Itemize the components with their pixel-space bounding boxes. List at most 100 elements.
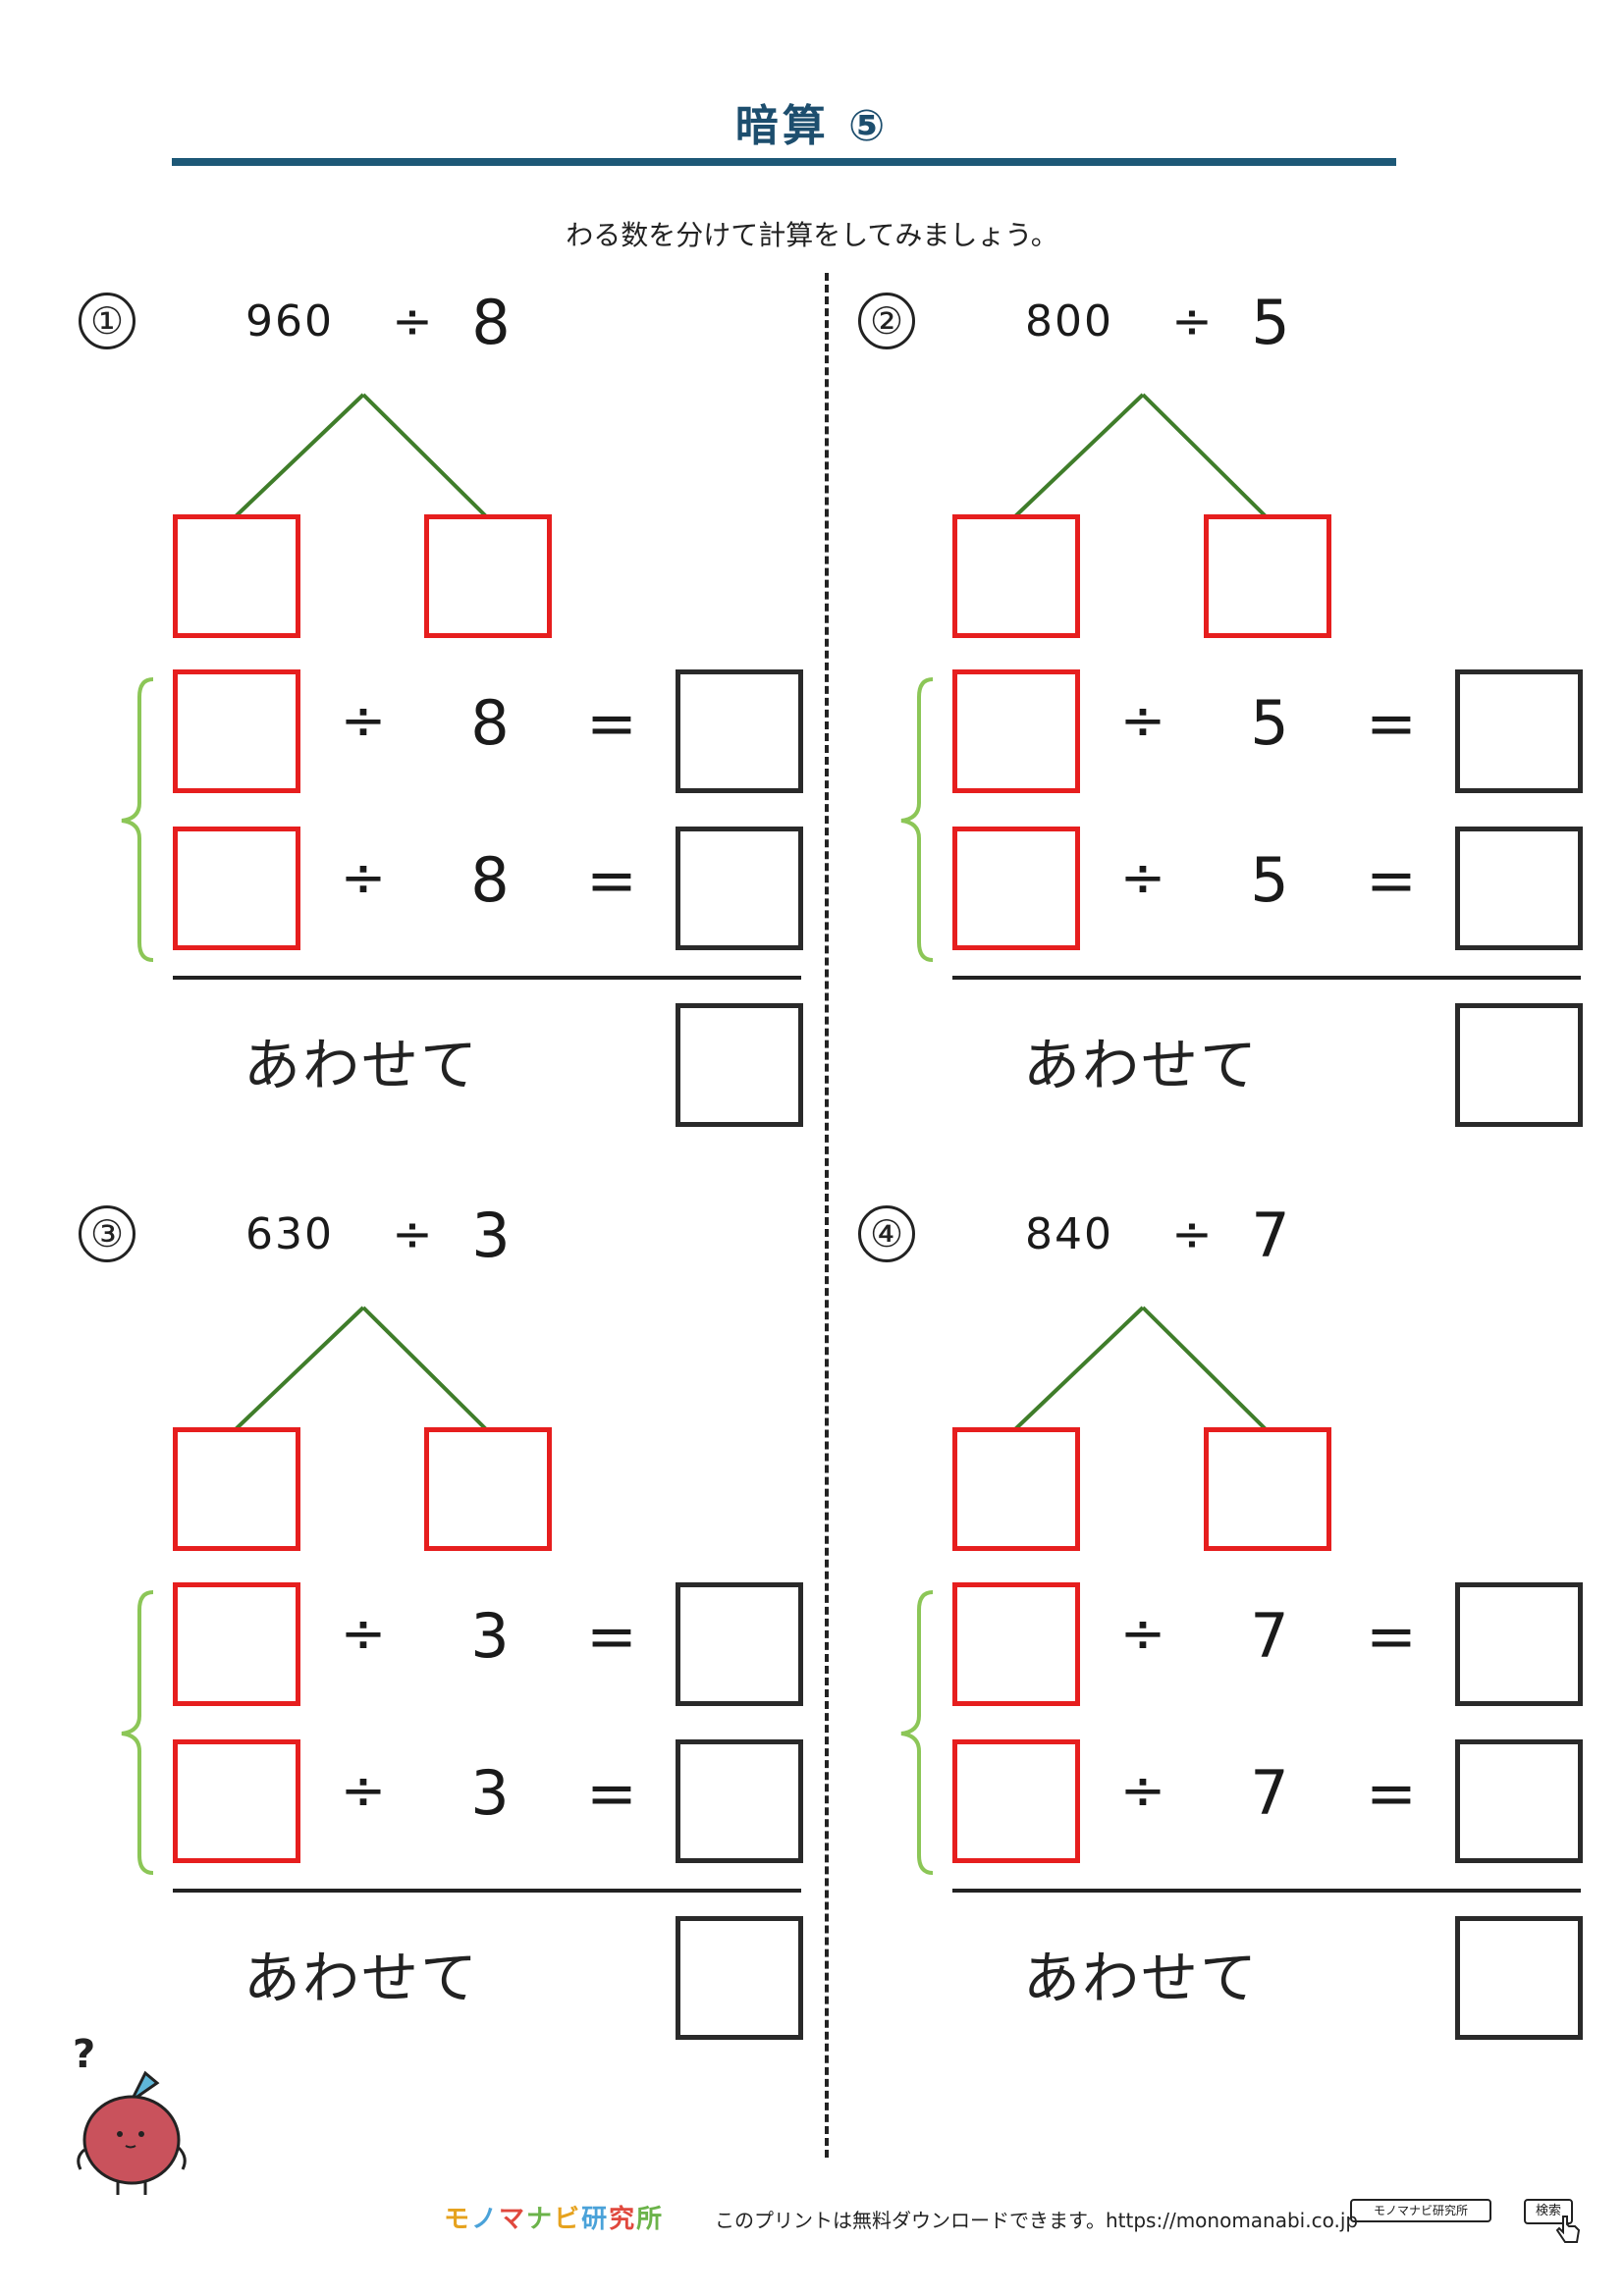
split-answer-box-left[interactable] [952,514,1080,638]
result-box-1[interactable] [1455,669,1583,793]
download-note: このプリントは無料ダウンロードできます。https://monomanabi.c… [715,2209,1359,2232]
problem-4: ④ 840 ÷ 7 ÷ 7 = ÷ 7 = あわせて [858,1200,1585,2089]
row-divisor: 7 [1250,1757,1289,1829]
divisor: 3 [471,1200,511,1271]
division-sign: ÷ [1119,1759,1166,1823]
brand-logo: モノマナビ研究所 [444,2199,664,2235]
division-sign: ÷ [340,846,387,910]
equals-sign: = [586,844,637,916]
equals-sign: = [1366,1757,1417,1829]
brand-name: モノマナビ研究所 [444,2205,665,2234]
split-answer-box-right[interactable] [424,1427,552,1551]
sum-rule [952,1889,1581,1893]
sum-rule [173,976,801,980]
equals-sign: = [1366,1600,1417,1672]
problem-1: ① 960 ÷ 8 ÷ 8 = ÷ 8 = あわせて [79,287,805,1176]
sum-label: あわせて [244,1032,480,1098]
part-answer-box-1[interactable] [952,669,1080,793]
total-box[interactable] [1455,1003,1583,1127]
result-box-1[interactable] [676,1582,803,1706]
row-divisor: 3 [470,1600,510,1672]
part-answer-box-2[interactable] [173,827,300,950]
pointer-hand-icon [1555,2216,1581,2243]
division-sign: ÷ [1119,846,1166,910]
problem-number: ④ [858,1205,915,1262]
result-box-1[interactable] [676,669,803,793]
result-box-1[interactable] [1455,1582,1583,1706]
part-answer-box-2[interactable] [952,827,1080,950]
row-divisor: 7 [1250,1600,1289,1672]
equals-sign: = [586,1600,637,1672]
equals-sign: = [586,687,637,759]
split-tree-lines [900,1306,1268,1875]
split-answer-box-right[interactable] [1204,514,1331,638]
problem-2: ② 800 ÷ 5 ÷ 5 = ÷ 5 = あわせて [858,287,1585,1176]
question-mark: ? [73,2032,95,2077]
split-answer-box-left[interactable] [173,1427,300,1551]
part-answer-box-1[interactable] [173,1582,300,1706]
column-divider [825,273,829,2158]
division-sign: ÷ [1171,1205,1213,1262]
problem-number: ① [79,293,135,349]
division-sign: ÷ [1119,689,1166,753]
division-sign: ÷ [392,293,433,349]
group-brace [900,1590,934,1875]
page-title: 暗算 ⑤ [734,101,890,151]
footer: モノマナビ研究所 このプリントは無料ダウンロードできます。https://mon… [0,2199,1624,2248]
equals-sign: = [1366,844,1417,916]
split-answer-box-left[interactable] [173,514,300,638]
problem-3: ③ 630 ÷ 3 ÷ 3 = ÷ 3 = あわせて [79,1200,805,2089]
divisor: 7 [1251,1200,1290,1271]
row-divisor: 3 [470,1757,510,1829]
total-box[interactable] [1455,1916,1583,2040]
apple-mascot: ? [69,2032,196,2203]
split-answer-box-left[interactable] [952,1427,1080,1551]
row-divisor: 8 [470,687,510,759]
search-input[interactable]: モノマナビ研究所 [1350,2199,1491,2222]
sum-label: あわせて [1023,1945,1260,2011]
result-box-2[interactable] [676,1739,803,1863]
division-sign: ÷ [392,1205,433,1262]
group-brace [121,677,154,962]
division-sign: ÷ [1171,293,1213,349]
sum-rule [952,976,1581,980]
division-sign: ÷ [340,1602,387,1666]
title-underline [172,158,1396,166]
sum-label: あわせて [244,1945,480,2011]
split-answer-box-right[interactable] [424,514,552,638]
total-box[interactable] [676,1916,803,2040]
division-sign: ÷ [1119,1602,1166,1666]
part-answer-box-1[interactable] [173,669,300,793]
group-brace [900,677,934,962]
dividend: 960 [245,296,334,347]
sum-label: あわせて [1023,1032,1260,1098]
result-box-2[interactable] [1455,827,1583,950]
problem-number: ③ [79,1205,135,1262]
split-answer-box-right[interactable] [1204,1427,1331,1551]
divisor: 5 [1251,287,1290,358]
part-answer-box-2[interactable] [173,1739,300,1863]
equals-sign: = [1366,687,1417,759]
split-tree-lines [900,393,1268,962]
row-divisor: 8 [470,844,510,916]
apple-mascot-icon: ? [73,2032,187,2195]
division-sign: ÷ [340,1759,387,1823]
division-sign: ÷ [340,689,387,753]
group-brace [121,1590,154,1875]
problem-number: ② [858,293,915,349]
instruction-text: わる数を分けて計算をしてみましょう。 [566,219,1058,251]
sum-rule [173,1889,801,1893]
row-divisor: 5 [1250,687,1289,759]
split-tree-lines [121,393,488,962]
result-box-2[interactable] [1455,1739,1583,1863]
dividend: 840 [1025,1209,1113,1259]
equals-sign: = [586,1757,637,1829]
result-box-2[interactable] [676,827,803,950]
part-answer-box-2[interactable] [952,1739,1080,1863]
divisor: 8 [471,287,511,358]
dividend: 630 [245,1209,334,1259]
row-divisor: 5 [1250,844,1289,916]
dividend: 800 [1025,296,1113,347]
total-box[interactable] [676,1003,803,1127]
part-answer-box-1[interactable] [952,1582,1080,1706]
